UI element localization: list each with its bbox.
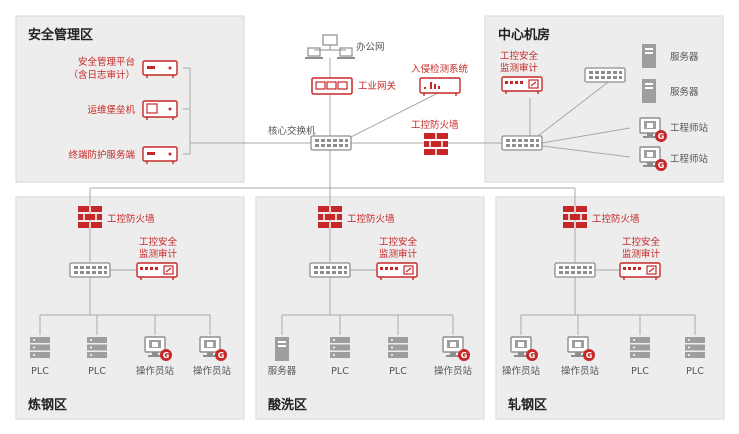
- pickling-switch-icon[interactable]: [309, 262, 351, 278]
- steelmaking-audit-label-2: 监测审计: [139, 248, 178, 260]
- pickling-plc-2-icon[interactable]: [388, 337, 408, 358]
- steelmaking-zone-title: 炼钢区: [28, 397, 67, 413]
- security-platform-label-1: 安全管理平台: [78, 56, 135, 68]
- ids-icon[interactable]: [419, 77, 461, 96]
- core-firewall-icon[interactable]: [423, 132, 449, 156]
- server-1-icon[interactable]: [642, 44, 656, 68]
- rolling-audit-label-2: 监测审计: [622, 248, 661, 260]
- security-zone: [15, 15, 245, 183]
- steelmaking-firewall-icon[interactable]: [77, 205, 103, 229]
- rolling-plc-2-icon[interactable]: [685, 337, 705, 358]
- bastion-label: 运维堡垒机: [87, 104, 135, 116]
- server-2-icon[interactable]: [642, 79, 656, 103]
- rolling-switch-icon[interactable]: [554, 262, 596, 278]
- ids-label: 入侵检测系统: [411, 63, 469, 75]
- security-platform-icon[interactable]: [142, 60, 178, 79]
- security-zone-title: 安全管理区: [28, 27, 93, 43]
- rolling-audit-icon[interactable]: [619, 262, 661, 281]
- core-firewall-label: 工控防火墙: [411, 119, 459, 131]
- endpoint-server-icon[interactable]: [142, 146, 178, 165]
- datacenter-audit-label-1: 工控安全: [500, 50, 539, 62]
- steelmaking-switch-icon[interactable]: [69, 262, 111, 278]
- core-switch-label: 核心交换机: [268, 125, 316, 137]
- industrial-gateway-icon[interactable]: [311, 77, 353, 95]
- pickling-zone: [255, 196, 485, 420]
- network-links: [39, 58, 696, 335]
- server-2-label: 服务器: [670, 86, 699, 98]
- security-platform-label-2: （含日志审计）: [68, 69, 135, 81]
- pickling-server-icon[interactable]: [275, 337, 289, 361]
- datacenter-zone-title: 中心机房: [498, 27, 550, 43]
- datacenter-switch-icon[interactable]: [501, 135, 543, 151]
- steelmaking-operator-1-label: 操作员站: [136, 365, 175, 377]
- steelmaking-firewall-label: 工控防火墙: [107, 213, 155, 225]
- core-switch-icon[interactable]: [310, 135, 352, 151]
- pickling-zone-title: 酸洗区: [268, 397, 307, 413]
- rolling-audit-label-1: 工控安全: [622, 236, 661, 248]
- pickling-plc-1-icon[interactable]: [330, 337, 350, 358]
- rolling-plc-1-label: PLC: [631, 366, 649, 377]
- rolling-firewall-icon[interactable]: [562, 205, 588, 229]
- steelmaking-plc-1-label: PLC: [31, 366, 49, 377]
- rolling-plc-2-label: PLC: [686, 366, 704, 377]
- engineer-station-2-label: 工程师站: [670, 153, 709, 165]
- office-network-label: 办公网: [356, 41, 385, 53]
- pickling-plc-1-label: PLC: [331, 366, 349, 377]
- pickling-audit-icon[interactable]: [376, 262, 418, 281]
- datacenter-zone: [484, 15, 724, 183]
- industrial-gateway-label: 工业网关: [358, 80, 397, 92]
- pickling-audit-label-1: 工控安全: [379, 236, 418, 248]
- rolling-zone: [495, 196, 725, 420]
- pickling-operator-label: 操作员站: [434, 365, 473, 377]
- pickling-server-label: 服务器: [268, 365, 297, 377]
- engineer-station-1-label: 工程师站: [670, 122, 709, 134]
- steelmaking-audit-label-1: 工控安全: [139, 236, 178, 248]
- steelmaking-plc-2-label: PLC: [88, 366, 106, 377]
- steelmaking-audit-icon[interactable]: [136, 262, 178, 281]
- steelmaking-operator-2-label: 操作员站: [193, 365, 232, 377]
- pickling-plc-2-label: PLC: [389, 366, 407, 377]
- steelmaking-plc-1-icon[interactable]: [30, 337, 50, 358]
- datacenter-audit-icon[interactable]: [501, 76, 543, 95]
- rolling-plc-1-icon[interactable]: [630, 337, 650, 358]
- server-1-label: 服务器: [670, 51, 699, 63]
- rolling-operator-2-label: 操作员站: [561, 365, 600, 377]
- rolling-operator-1-label: 操作员站: [502, 365, 541, 377]
- rolling-firewall-label: 工控防火墙: [592, 213, 640, 225]
- pickling-firewall-label: 工控防火墙: [347, 213, 395, 225]
- pickling-audit-label-2: 监测审计: [379, 248, 418, 260]
- datacenter-audit-label-2: 监测审计: [500, 62, 539, 74]
- pickling-firewall-icon[interactable]: [317, 205, 343, 229]
- datacenter-switch-2-icon[interactable]: [584, 67, 626, 83]
- office-network-icon[interactable]: [305, 34, 355, 59]
- steelmaking-zone: [15, 196, 245, 420]
- rolling-zone-title: 轧钢区: [508, 397, 547, 413]
- steelmaking-plc-2-icon[interactable]: [87, 337, 107, 358]
- endpoint-server-label: 终端防护服务端: [68, 149, 135, 161]
- bastion-icon[interactable]: [142, 100, 178, 120]
